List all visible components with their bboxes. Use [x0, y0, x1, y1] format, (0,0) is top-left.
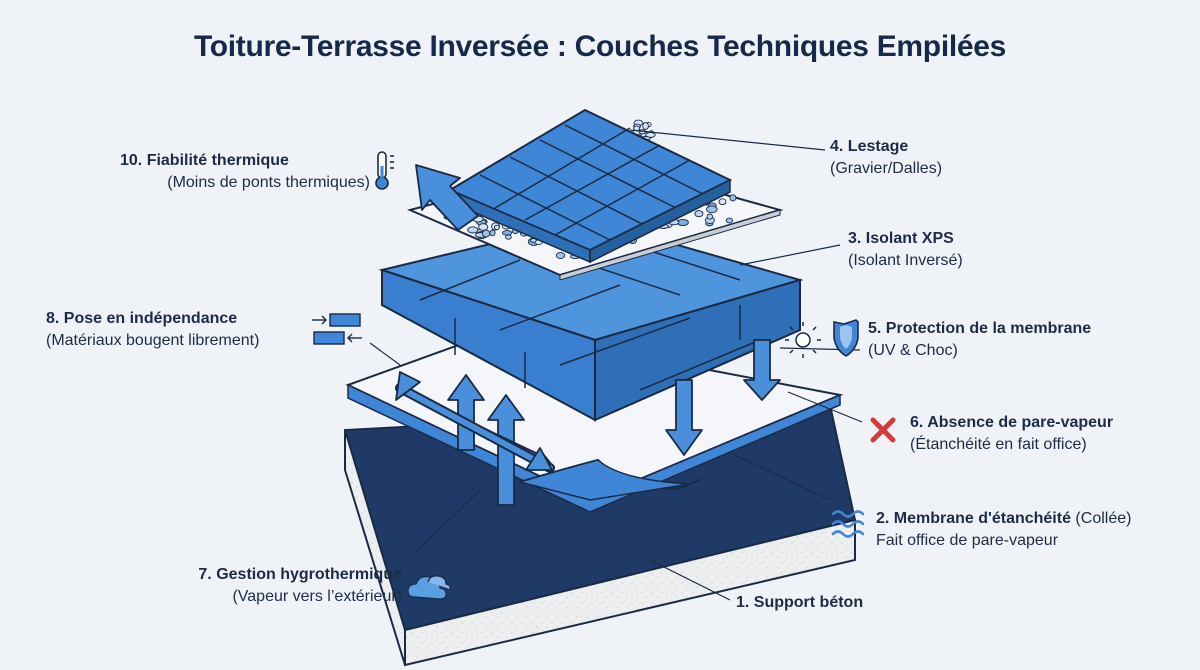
- waves-icon: [831, 510, 865, 538]
- label-support-title: 1. Support béton: [736, 594, 864, 611]
- cross-icon: [870, 417, 896, 443]
- label-gestion: 7. Gestion hygrothermique (Vapeur vers l…: [150, 564, 402, 608]
- label-absence-pare-vapeur: 6. Absence de pare-vapeur (Étanchéité en…: [910, 412, 1113, 456]
- gravel-pebble: [493, 224, 500, 231]
- label-lestage: 4. Lestage (Gravier/Dalles): [830, 136, 942, 180]
- gravel-pebble: [694, 210, 704, 218]
- label-pose: 8. Pose en indépendance (Matériaux bouge…: [46, 308, 259, 352]
- gravel-pebble: [555, 251, 566, 260]
- label-protection-title: 5. Protection de la membrane: [868, 320, 1092, 337]
- thermometer-icon: [375, 151, 394, 190]
- label-absence-title: 6. Absence de pare-vapeur: [910, 414, 1114, 431]
- movement-blocks-icon: [312, 313, 362, 345]
- gravel-pebble: [467, 226, 479, 234]
- label-absence-sub: (Étanchéité en fait office): [910, 436, 1087, 453]
- thermal-arrow: [415, 164, 479, 231]
- gravel-pebble: [725, 217, 734, 224]
- label-isolant-sub: (Isolant Inversé): [848, 252, 963, 269]
- label-membrane-extra: (Collée): [1070, 510, 1132, 527]
- label-fiabilite: 10. Fiabilité thermique (Moins de ponts …: [120, 150, 370, 194]
- shield-icon: [833, 319, 859, 357]
- label-fiabilite-sub: (Moins de ponts thermiques): [167, 174, 370, 191]
- label-membrane-title: 2. Membrane d'étanchéité: [876, 510, 1071, 527]
- gravel-pebble: [489, 229, 496, 237]
- sun-icon: [785, 322, 821, 358]
- label-lestage-title: 4. Lestage: [830, 138, 909, 155]
- gravel-pebble: [505, 234, 512, 240]
- label-membrane-sub: Fait office de pare-vapeur: [876, 532, 1059, 549]
- cloud-icon: [407, 575, 451, 600]
- label-lestage-sub: (Gravier/Dalles): [830, 160, 943, 177]
- gravel-pebble: [706, 213, 713, 220]
- gravel-pebble: [729, 194, 737, 202]
- label-support: 1. Support béton: [736, 592, 863, 614]
- flow-arrows: [395, 164, 781, 506]
- gravel-pebble: [481, 229, 491, 238]
- label-pose-title: 8. Pose en indépendance: [46, 310, 238, 327]
- label-isolant: 3. Isolant XPS (Isolant Inversé): [848, 228, 963, 272]
- vapour-arrow-1: [447, 374, 485, 451]
- down-arrow-2: [743, 339, 781, 401]
- label-gestion-title: 7. Gestion hygrothermique: [198, 566, 402, 583]
- label-gestion-sub: (Vapeur vers l’extérieur): [232, 588, 402, 605]
- down-arrow-1: [665, 379, 703, 456]
- label-protection: 5. Protection de la membrane (UV & Choc): [868, 318, 1091, 362]
- gravel-pebble: [501, 230, 513, 236]
- gravel-pebble: [718, 198, 727, 206]
- gravel-pebble: [642, 122, 649, 130]
- diagram-title: Toiture-Terrasse Inversée : Couches Tech…: [193, 30, 1007, 63]
- label-membrane: 2. Membrane d'étanchéité (Collée) Fait o…: [876, 508, 1131, 552]
- label-protection-sub: (UV & Choc): [868, 342, 958, 359]
- label-fiabilite-title: 10. Fiabilité thermique: [120, 152, 289, 169]
- label-pose-sub: (Matériaux bougent librement): [46, 332, 260, 349]
- gravel-pebble: [478, 223, 489, 231]
- label-isolant-title: 3. Isolant XPS: [848, 230, 954, 247]
- gravel-pebble: [706, 205, 718, 214]
- xps-insulation-layer: [378, 211, 804, 422]
